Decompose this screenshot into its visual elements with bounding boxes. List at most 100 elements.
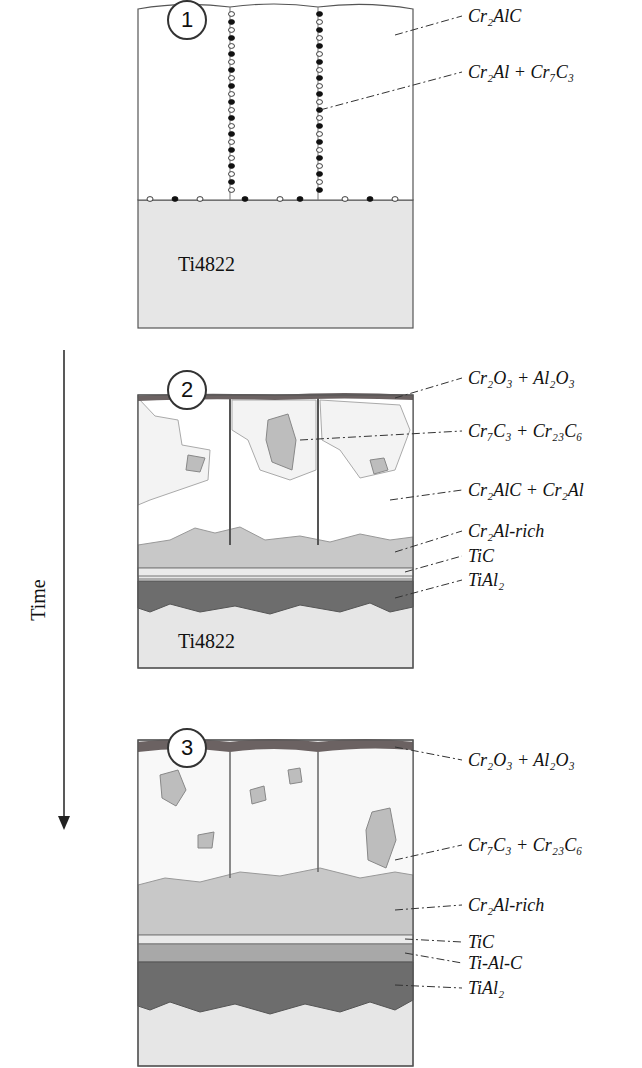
step-number: 3 (167, 728, 207, 768)
leader-line-shape (390, 490, 462, 500)
panel-one-shape (147, 197, 153, 202)
panel-one-shape (317, 116, 323, 121)
layer-label: TiAl₂ (468, 569, 504, 591)
time-arrow-shape (58, 816, 70, 830)
panel-three-shape (229, 752, 231, 878)
leader-line (300, 16, 462, 988)
layer-label: TiAl₂ (468, 977, 504, 999)
panel-one-shape (317, 20, 323, 25)
panel-one-shape (317, 148, 323, 153)
layer-label: Cr₇C₃ + Cr₂₃C₆ (468, 834, 582, 856)
panel-one-shape (172, 197, 178, 202)
panel-three-shape (138, 962, 413, 1014)
leader-line-shape (395, 905, 462, 910)
panel-three-shape (317, 752, 319, 872)
leader-line-shape (395, 845, 462, 860)
panel-one-shape (229, 164, 235, 169)
axis-label: Time (27, 579, 49, 621)
panel-one-shape (229, 92, 235, 97)
panel-one-shape (229, 100, 235, 105)
panel-one-shape (229, 52, 235, 57)
panel-three-shape (138, 745, 413, 895)
panel-two-shape (138, 568, 413, 576)
panel-one-shape (317, 156, 323, 161)
panel-one-shape (297, 197, 303, 202)
panel-one-shape (197, 197, 203, 202)
panel-three-shape (198, 832, 214, 848)
layer-label: Cr₂AlC (468, 5, 521, 27)
panel-three-shape (138, 740, 413, 1066)
panel-two-shape (317, 398, 319, 545)
substrate-band: Ti4822 (138, 614, 413, 668)
panel-one-shape (229, 12, 235, 17)
layer-label: Cr₂AlC + Cr₂Al (468, 479, 584, 501)
panel-one-shape (242, 197, 248, 202)
panel-three-shape (288, 768, 302, 784)
step-number: 1 (167, 0, 207, 40)
panel-one-shape (342, 197, 348, 202)
leader-line-shape (395, 378, 462, 398)
time-arrow (58, 350, 70, 830)
panel-one-shape (317, 140, 323, 145)
panel-one-shape (317, 100, 323, 105)
leader-line-shape (395, 747, 462, 760)
panel-three-shape (160, 770, 186, 806)
leader-line-shape (395, 531, 462, 552)
panel-one-shape (277, 197, 283, 202)
panel-one-shape (229, 124, 235, 129)
layer-label: Cr₂Al-rich (468, 894, 544, 916)
layer-label: TiC (468, 931, 494, 953)
layer-label: Cr₂Al + Cr₇C₃ (468, 61, 574, 83)
panel-one-shape (317, 52, 323, 57)
panel-one-shape (229, 156, 235, 161)
panel-one-shape (229, 180, 235, 185)
panel-one-shape (317, 12, 323, 17)
panel-two-shape (266, 414, 296, 470)
leader-line-shape (395, 985, 462, 988)
node-text: 2 (181, 377, 193, 403)
panel-one-shape (317, 124, 323, 129)
panel-one-shape (317, 44, 323, 49)
panel-one-shape (229, 76, 235, 81)
panel-one-shape (392, 197, 398, 202)
time-arrow-shape (63, 350, 65, 818)
panel-one-shape (317, 28, 323, 33)
panel-one-shape (229, 84, 235, 89)
panel-one-shape (147, 12, 398, 202)
panel-one-shape (229, 140, 235, 145)
panel-three-shape (366, 808, 396, 868)
panel-one-shape (229, 172, 235, 177)
panel-one-shape (229, 132, 235, 137)
panel-one (138, 4, 413, 328)
step-number: 2 (167, 370, 207, 410)
panel-two (138, 393, 413, 668)
panel-two-shape (370, 458, 388, 474)
panel-one-shape (229, 108, 235, 113)
panel-two-shape (138, 527, 413, 568)
substrate-band: Ti4822 (138, 200, 413, 328)
panel-one-shape (367, 197, 373, 202)
layer-label: Cr₂Al-rich (468, 520, 544, 542)
panel-one-shape (317, 164, 323, 169)
panel-one-shape (229, 148, 235, 153)
panel-one-shape (229, 36, 235, 41)
panel-one-shape (317, 68, 323, 73)
layer-label: Ti-Al-C (468, 952, 522, 974)
panel-one-shape (317, 36, 323, 41)
panel-one-shape (229, 60, 235, 65)
panel-one-shape (229, 28, 235, 33)
panel-three-shape (250, 786, 266, 804)
panel-three-shape (138, 935, 413, 944)
panel-three-shape (138, 944, 413, 962)
panel-two-shape (138, 398, 210, 505)
panel-two-shape (186, 455, 205, 472)
layer-label: Cr₂O₃ + Al₂O₃ (468, 749, 575, 771)
node-text: Ti4822 (178, 253, 235, 276)
leader-line-shape (395, 580, 462, 598)
panel-one-shape (317, 132, 323, 137)
leader-line-shape (320, 72, 462, 110)
panel-one-shape (229, 116, 235, 121)
panel-one-shape (317, 84, 323, 89)
